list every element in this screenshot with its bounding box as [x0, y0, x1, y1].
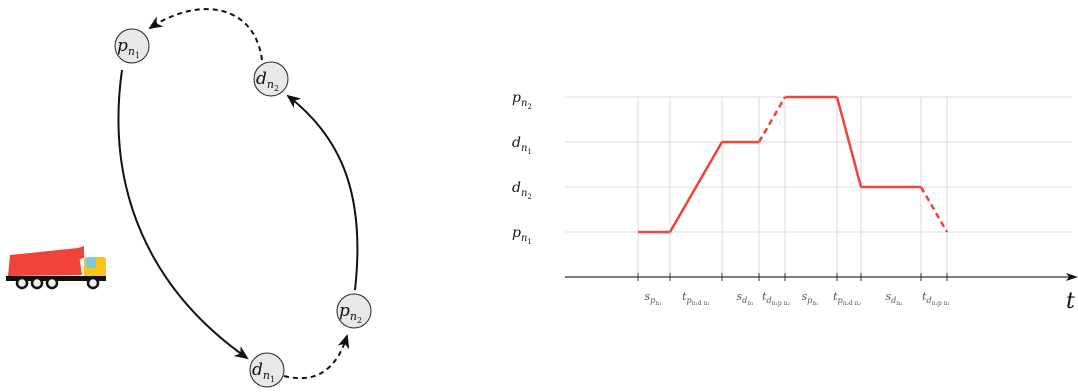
path-segment-1 [668, 141, 724, 233]
svg-text:dn2: dn2 [256, 69, 279, 93]
x-tick-label: tdn₁p n₂ [762, 290, 790, 307]
x-tick-label: spn₁ [644, 290, 661, 307]
x-tick-label: tpn₁d n₁ [682, 290, 710, 307]
y-tick-label: pn2 [512, 90, 532, 111]
x-axis-arrow [1066, 273, 1078, 281]
x-axis-labels: spn₁ tpn₁d n₁ sdn₁ tdn₁p n₂ spn₂ tpn₂d n₂ sdn₂… [644, 290, 949, 307]
svg-text:dn1: dn1 [252, 360, 275, 384]
dump-truck-icon [6, 246, 106, 290]
y-tick-label: pn1 [512, 225, 532, 246]
edge-p1-d1 [117, 69, 249, 360]
path-segment-7 [919, 186, 949, 233]
chart-grid [565, 96, 1072, 277]
node-d2: dn2 [253, 61, 289, 97]
svg-text:pn2: pn2 [339, 301, 362, 325]
x-tick-label: sdn₂ [885, 290, 903, 307]
node-p2: pn2 [336, 293, 372, 329]
y-tick-label: dn1 [512, 135, 532, 156]
edge-d1-p2 [283, 334, 350, 380]
path-segment-3 [757, 96, 787, 143]
y-axis-labels: pn2 dn1 dn2 pn1 [512, 90, 532, 246]
y-tick-label: dn2 [512, 180, 532, 201]
edge-p2-d2 [286, 94, 359, 291]
path-segment-5 [835, 96, 863, 188]
x-axis-title: t [1066, 289, 1075, 314]
chart-series [638, 95, 949, 234]
x-tick-label: tdn₂p n₁ [922, 290, 950, 307]
svg-text:pn1: pn1 [117, 36, 140, 60]
x-tick-label: spn₂ [801, 290, 819, 307]
node-d1: dn1 [249, 352, 285, 388]
x-tick-label: sdn₁ [736, 290, 753, 307]
node-p1: pn1 [114, 28, 150, 64]
route-graph: pn1 dn2 pn2 dn1 [114, 8, 372, 388]
x-tick-label: tpn₂d n₂ [833, 290, 861, 307]
edge-d2-p1 [148, 8, 263, 61]
chart-axes [565, 273, 1078, 281]
